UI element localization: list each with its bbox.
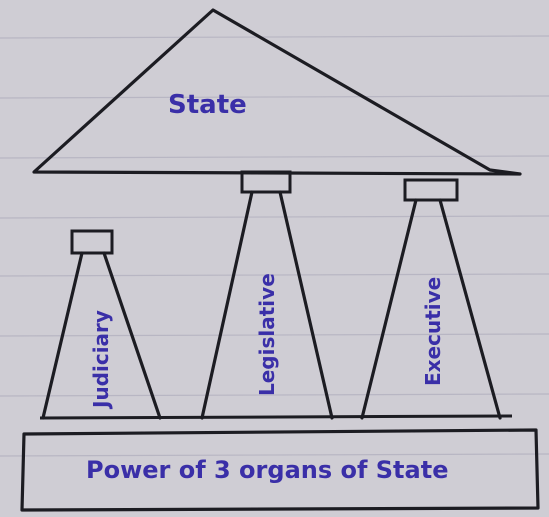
base-platform <box>20 428 540 512</box>
roof-triangle <box>32 8 522 176</box>
judiciary-label: Judiciary <box>89 310 113 410</box>
executive-label: Executive <box>421 277 445 386</box>
executive-capital <box>403 178 459 202</box>
pillar-floor-line <box>39 414 513 420</box>
judiciary-pillar <box>41 251 162 420</box>
executive-pillar <box>360 198 502 420</box>
roof-label: State <box>168 90 247 120</box>
notebook-rule-lines <box>0 35 549 457</box>
judiciary-capital <box>70 229 114 255</box>
legislative-pillar <box>200 190 334 420</box>
legislative-capital <box>240 170 292 194</box>
base-label: Power of 3 organs of State <box>86 456 448 484</box>
legislative-label: Legislative <box>255 273 279 396</box>
